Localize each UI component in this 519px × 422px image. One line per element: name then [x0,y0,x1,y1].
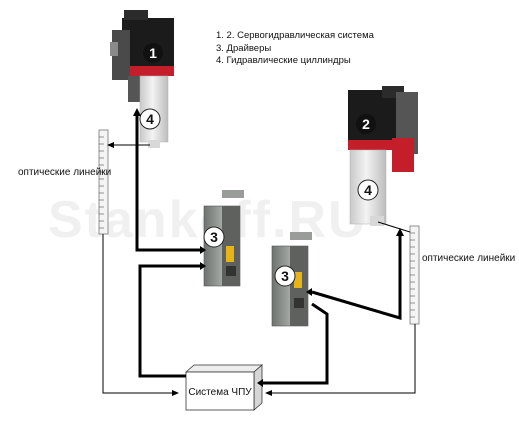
legend-item-drivers: 3. Драйверы [216,42,272,54]
thick-connections [135,114,402,385]
line-unit2-to-driver-right [311,236,402,321]
legend-item-cylinders: 4. Гидравлические циллиндры [216,55,351,66]
optical-scale-right-label: оптические линейки [422,253,516,264]
badge-driver-left [203,226,225,248]
line-scale-left-to-cnc [102,234,179,396]
servo-hydraulic-unit-1: 1 4 [110,10,174,148]
badge-unit-2-label: 2 [362,116,370,132]
line-scale-right-to-cnc [265,324,416,396]
badge-driver-left-label: 3 [210,229,218,245]
servo-hydraulic-unit-2: 2 4 [348,86,418,226]
badge-driver-right-label: 3 [281,268,289,284]
line-cylinder-right-to-scale [377,221,411,233]
thin-connections [102,142,416,396]
cnc-system-label: Система ЧПУ [188,387,252,398]
driver-left: 3 [203,190,244,287]
line-cnc-to-driver-left [138,264,200,378]
legend: 1. 2. Сервогидравлическая система 3. Дра… [216,30,374,68]
badge-cylinder-right-label: 4 [364,182,372,198]
badge-unit-2 [356,114,376,134]
badge-cylinder-right [357,179,379,201]
badge-unit-1-label: 1 [149,45,157,61]
badge-cylinder-left [139,108,161,130]
badge-cylinder-left-label: 4 [146,111,154,127]
optical-scale-left [98,129,109,235]
legend-item-servo: 1. 2. Сервогидравлическая система [216,30,374,41]
line-unit1-to-driver-left [135,114,200,252]
line-cnc-to-driver-right [263,302,329,385]
cnc-system-box: Система ЧПУ [184,364,264,411]
driver-right: 3 [271,232,312,327]
badge-driver-right [274,265,296,287]
optical-scale-left-label: оптические линейки [18,167,112,178]
thick-arrowheads [133,108,404,387]
badge-unit-1 [143,43,163,63]
optical-scale-right [409,225,420,325]
